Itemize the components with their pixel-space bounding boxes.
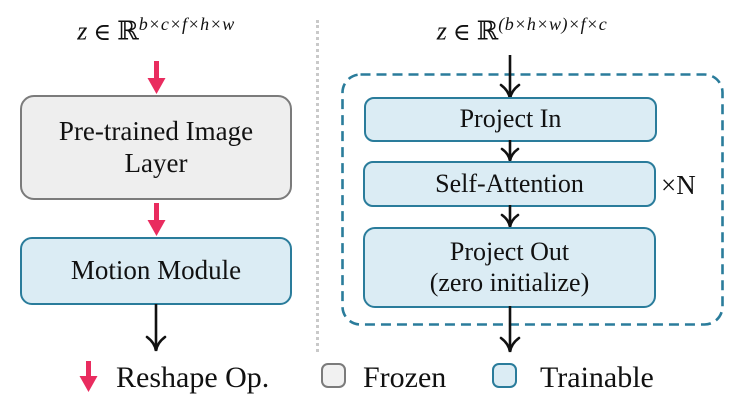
- pretrained-image-layer-box: Pre-trained Image Layer: [20, 95, 292, 200]
- project-in-label: Project In: [459, 104, 562, 134]
- element-of-symbol: ∈: [93, 19, 112, 46]
- latent-formula-left: z∈ℝb×c×f×h×w: [30, 14, 282, 47]
- legend-trainable-swatch: [492, 363, 517, 388]
- pretrained-box-label-line1: Pre-trained Image: [58, 115, 254, 146]
- flow-arrow-icon: [500, 140, 520, 162]
- flow-arrow-icon: [145, 304, 167, 352]
- project-out-label-line2: (zero initialize): [429, 267, 590, 297]
- legend-trainable-label: Trainable: [540, 361, 654, 394]
- real-set-symbol: ℝ: [476, 16, 499, 46]
- project-in-box: Project In: [364, 97, 657, 142]
- trainable-region-outline: [341, 73, 724, 326]
- legend-frozen-swatch: [321, 363, 346, 388]
- tensor-shape-superscript: (b×h×w)×f×c: [498, 14, 608, 34]
- flow-arrow-icon: [500, 205, 520, 228]
- element-of-symbol: ∈: [452, 19, 471, 46]
- self-attention-box: Self-Attention: [363, 161, 656, 207]
- math-var-z: z: [77, 16, 88, 46]
- project-out-label-line1: Project Out: [449, 236, 570, 266]
- reshape-arrow-icon: [147, 203, 166, 236]
- reshape-arrow-icon: [79, 361, 98, 392]
- legend-reshape-label: Reshape Op.: [116, 361, 270, 394]
- self-attention-label: Self-Attention: [435, 168, 584, 198]
- tensor-shape-superscript: b×c×f×h×w: [138, 14, 235, 34]
- motion-module-label: Motion Module: [70, 255, 242, 286]
- flow-arrow-icon: [499, 306, 521, 353]
- panel-divider: [316, 20, 319, 352]
- real-set-symbol: ℝ: [117, 16, 139, 46]
- flow-arrow-icon: [499, 55, 521, 100]
- pretrained-box-label-line2: Layer: [124, 147, 188, 178]
- reshape-arrow-icon: [147, 61, 166, 94]
- latent-formula-right: z∈ℝ(b×h×w)×f×c: [392, 14, 652, 47]
- math-var-z: z: [436, 16, 447, 46]
- legend-frozen-label: Frozen: [363, 361, 447, 394]
- motion-module-box: Motion Module: [20, 237, 292, 305]
- repeat-count-label: ×N: [661, 170, 696, 200]
- project-out-box: Project Out (zero initialize): [363, 227, 656, 308]
